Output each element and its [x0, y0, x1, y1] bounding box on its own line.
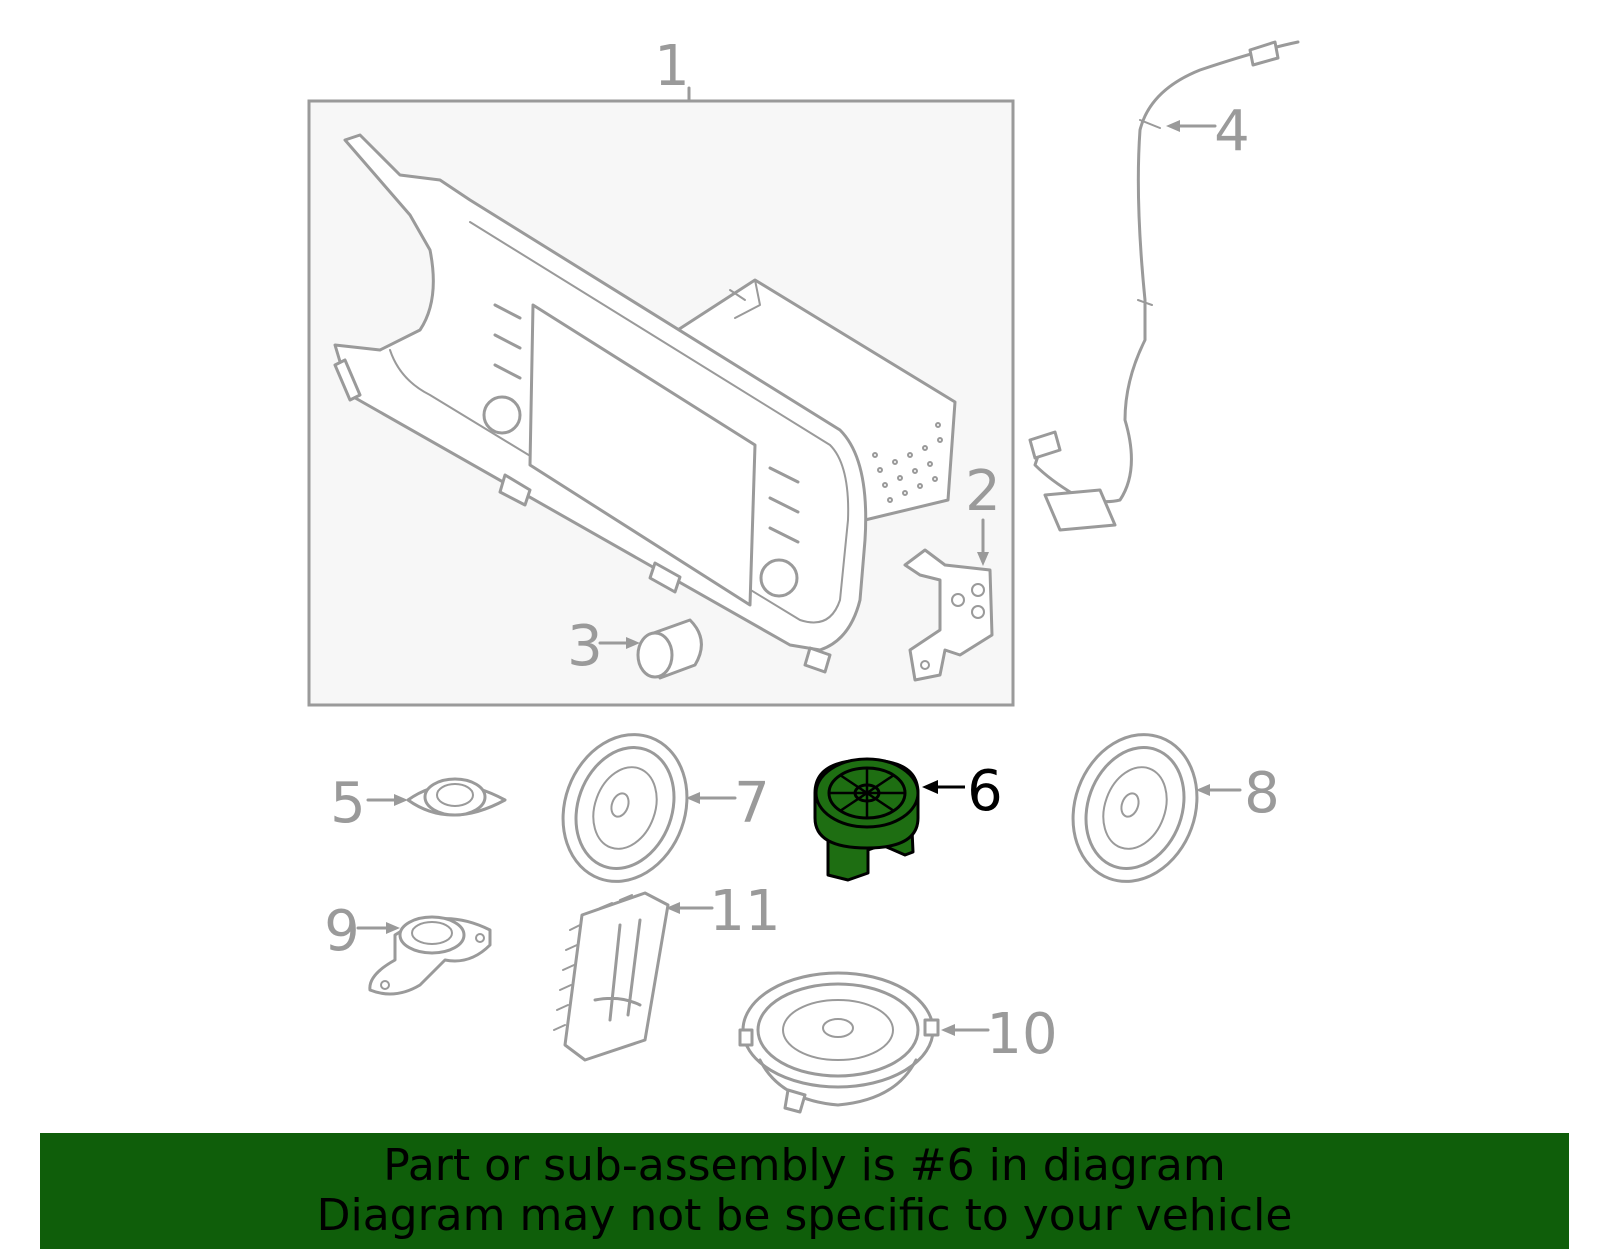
- arrow-6: [922, 780, 938, 794]
- callout-11: 11: [709, 879, 780, 944]
- arrow-5: [394, 794, 408, 806]
- arrow-8: [1196, 784, 1210, 796]
- tweeter-5-drawing: [406, 777, 507, 817]
- arrow-2: [977, 552, 989, 566]
- knob-drawing: [636, 618, 703, 680]
- banner-line-disclaimer: Diagram may not be specific to your vehi…: [316, 1190, 1293, 1241]
- callout-5: 5: [330, 771, 366, 836]
- tweeter-9-drawing: [368, 915, 492, 996]
- callout-2: 2: [965, 459, 1001, 524]
- info-banner: Part or sub-assembly is #6 in diagram Di…: [40, 1133, 1569, 1249]
- arrow-11: [666, 902, 680, 914]
- arrow-4: [1166, 120, 1180, 132]
- arrow-7: [686, 792, 700, 804]
- callout-9: 9: [324, 899, 360, 964]
- callout-6: 6: [967, 759, 1003, 824]
- highlighted-part-6: [813, 757, 920, 882]
- callout-3: 3: [567, 614, 603, 679]
- callout-8: 8: [1244, 761, 1280, 826]
- speaker-8-drawing: [1071, 733, 1199, 883]
- head-unit-drawing: [333, 133, 957, 674]
- speaker-7-drawing: [561, 733, 689, 883]
- banner-line-part-number: Part or sub-assembly is #6 in diagram: [383, 1140, 1226, 1191]
- arrow-9: [386, 922, 400, 934]
- amplifier-drawing: [553, 891, 670, 1062]
- bracket-drawing: [903, 548, 994, 682]
- callout-10: 10: [986, 1002, 1057, 1067]
- arrow-10: [941, 1024, 955, 1036]
- callout-1: 1: [654, 34, 690, 99]
- arrow-3: [626, 637, 640, 649]
- callout-4: 4: [1214, 99, 1250, 164]
- woofer-drawing: [738, 971, 940, 1114]
- harness-drawing: [1028, 40, 1300, 532]
- callout-7: 7: [734, 771, 770, 836]
